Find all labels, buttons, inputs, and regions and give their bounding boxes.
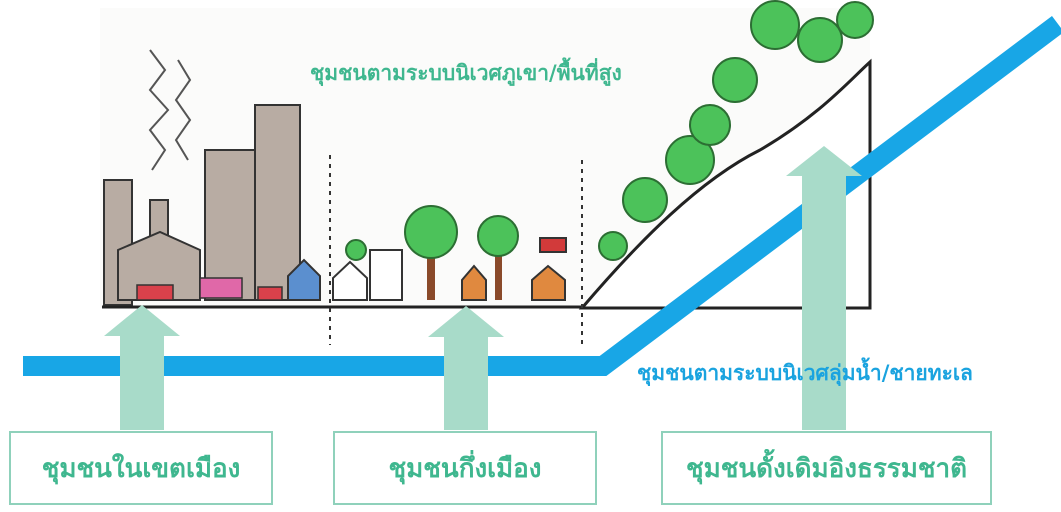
arrows	[104, 146, 862, 430]
urban-community-box: ชุมชนในเขตเมือง	[9, 431, 273, 505]
smoke	[148, 49, 192, 171]
arrow-semi-urban	[428, 306, 504, 430]
lowland-label: ชุมชนตามระบบนิเวศลุ่มน้ำ/ชายทะเล	[637, 361, 973, 385]
houses	[287, 237, 567, 301]
trees	[345, 0, 874, 300]
cars	[136, 277, 283, 301]
hill	[578, 58, 872, 310]
city-buildings	[103, 104, 301, 306]
ecosystem-line	[23, 16, 1061, 376]
arrow-traditional	[786, 146, 862, 430]
highland-label: ชุมชนตามระบบนิเวศภูเขา/พื้นที่สูง	[310, 61, 622, 85]
semi-urban-community-box: ชุมชนกึ่งเมือง	[333, 431, 597, 505]
traditional-community-box: ชุมชนดั้งเดิมอิงธรรมชาติ	[661, 431, 992, 505]
arrow-urban	[104, 305, 180, 430]
